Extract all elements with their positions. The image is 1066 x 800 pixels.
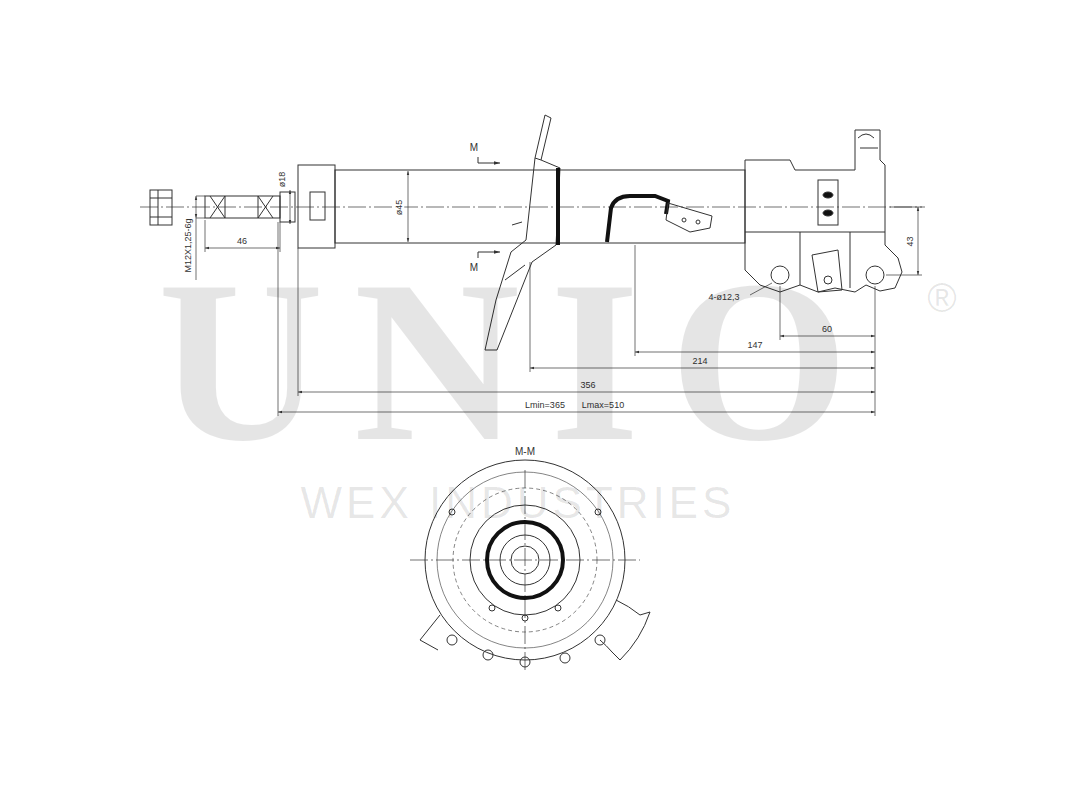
- dimension-text: ø45: [395, 198, 404, 216]
- watermark: UNIO: [158, 247, 879, 477]
- watermark: ®: [927, 278, 956, 318]
- dimension-text: 46: [237, 237, 247, 246]
- dimension-text: 43: [905, 236, 914, 246]
- dimension-text: ø18: [278, 171, 287, 187]
- section-mark: M: [470, 143, 478, 153]
- watermark: WEX INDUSTRIES: [301, 481, 736, 525]
